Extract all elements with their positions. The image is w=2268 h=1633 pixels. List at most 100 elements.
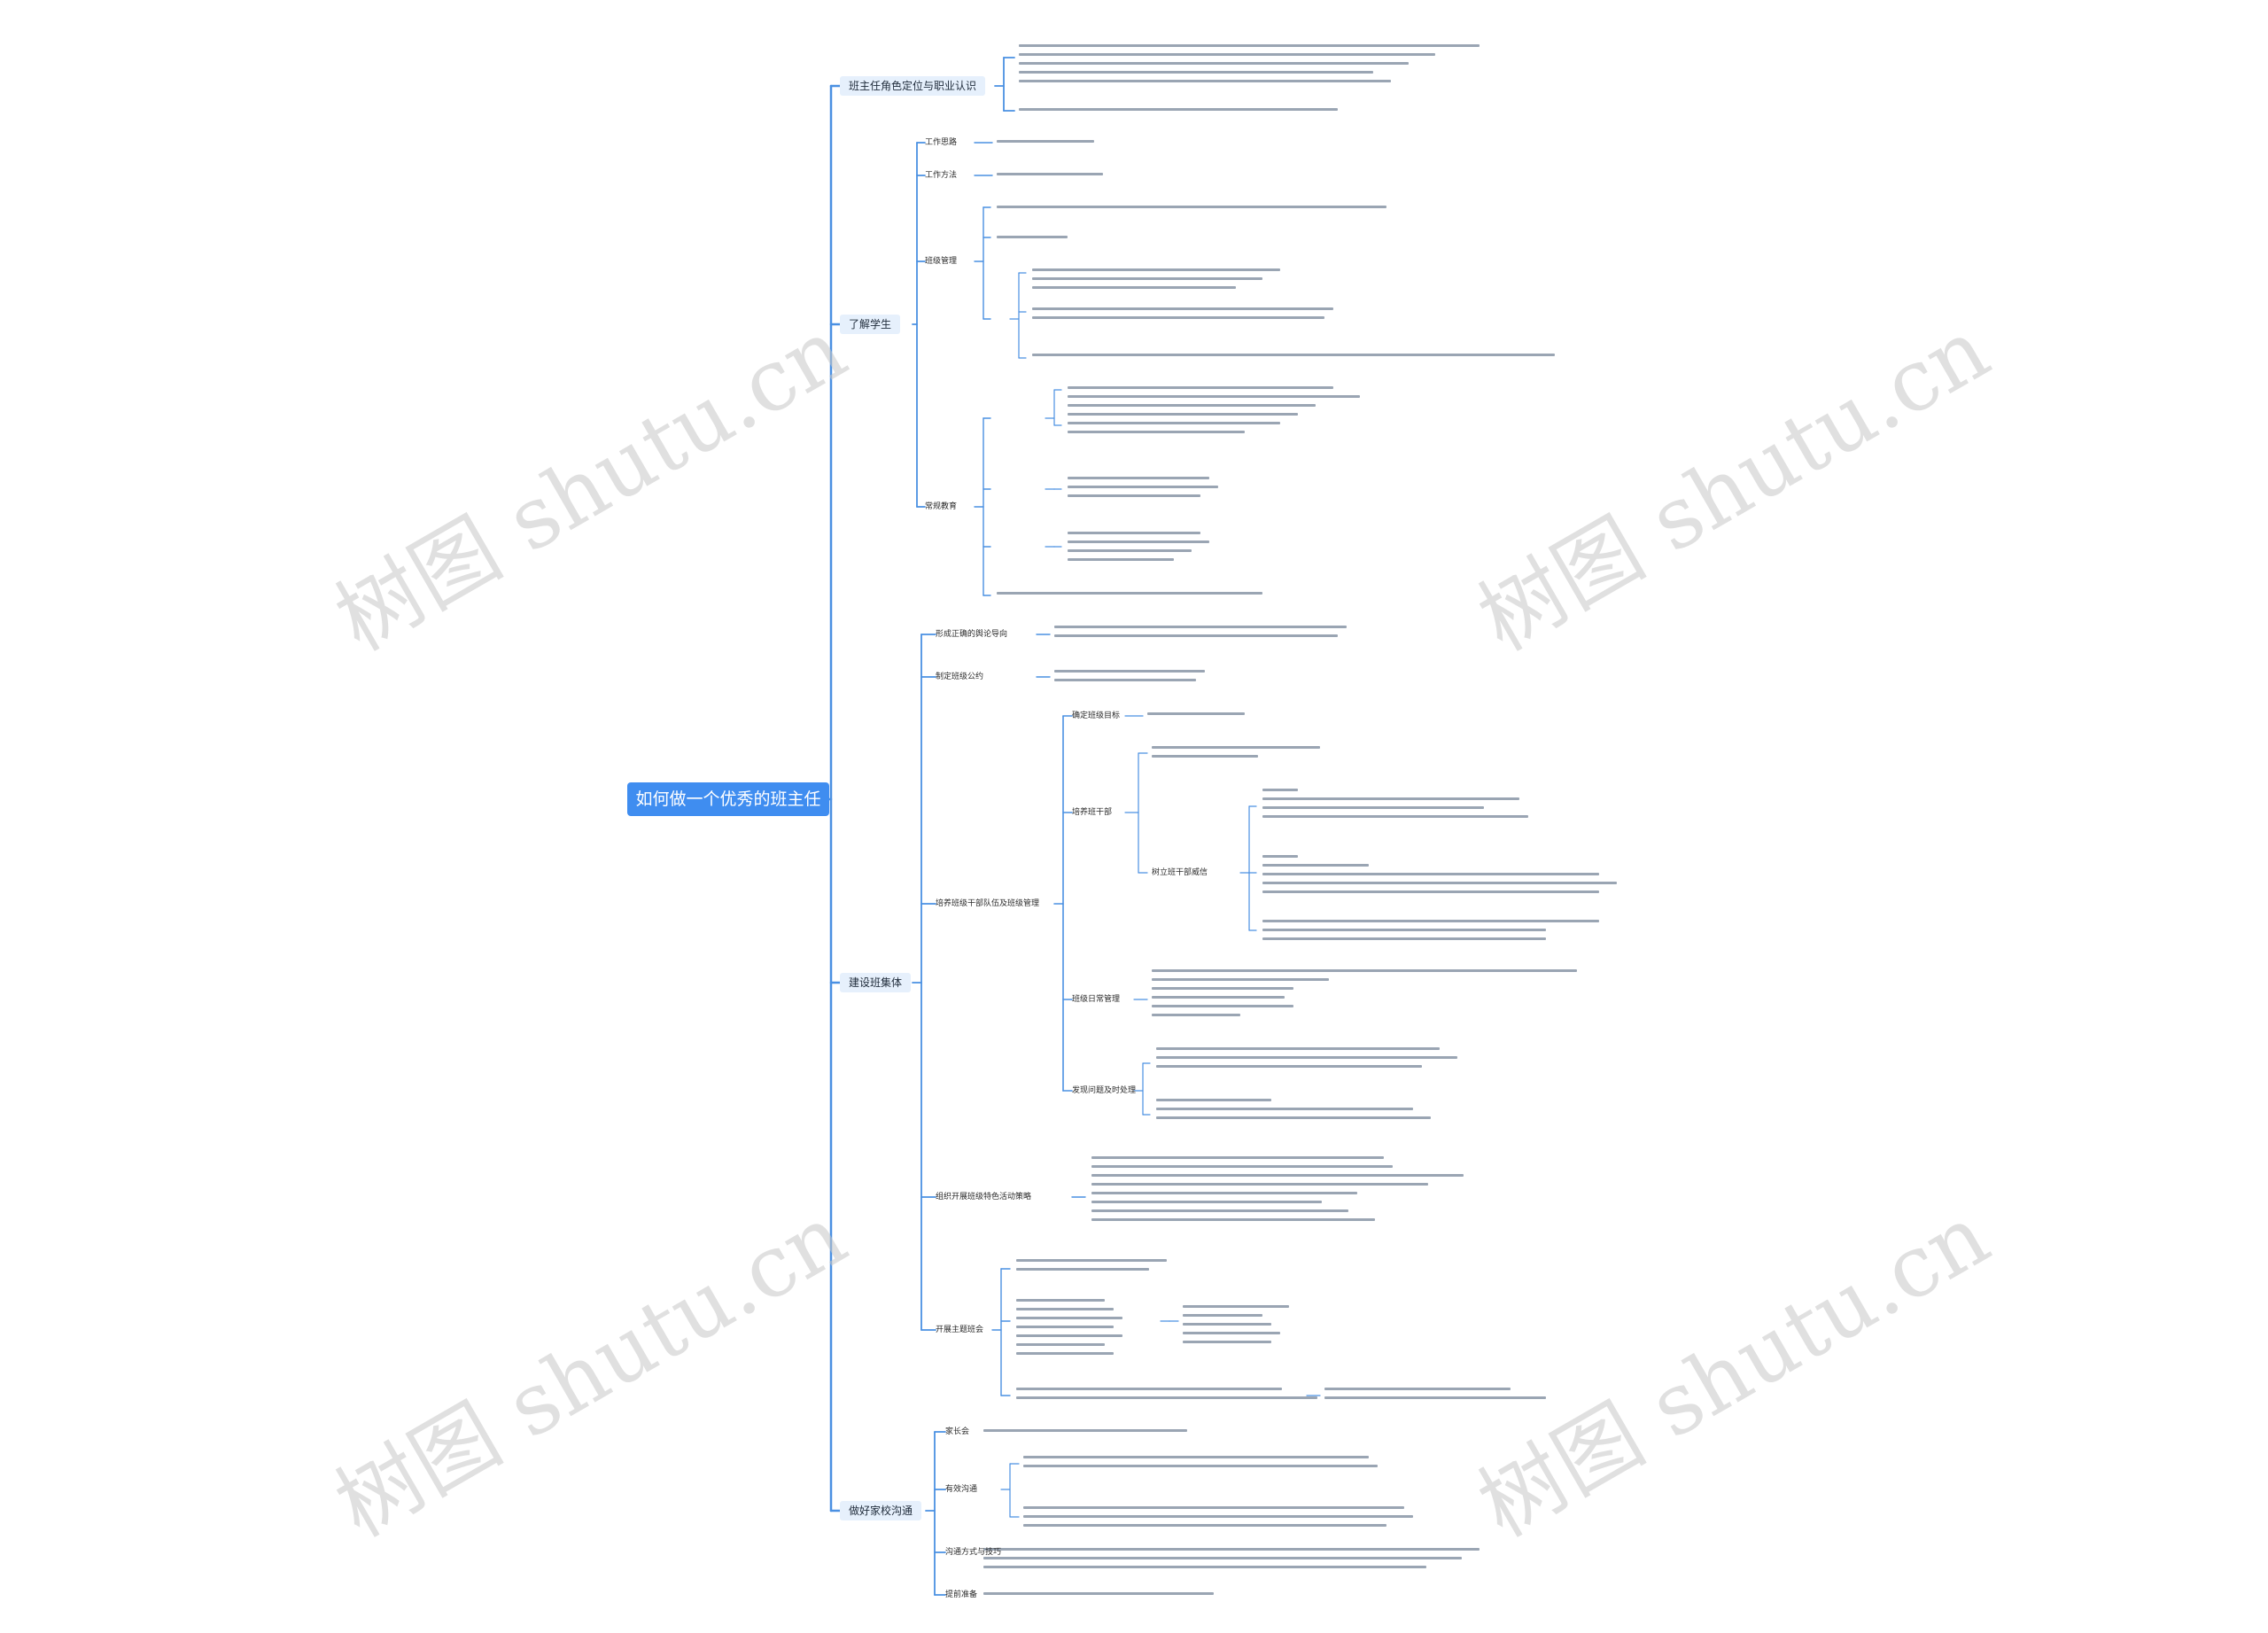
illegible-text-line xyxy=(1019,53,1435,56)
illegible-text-line xyxy=(1068,486,1218,488)
illegible-text-line xyxy=(1183,1341,1271,1343)
illegible-text-line xyxy=(1068,404,1316,407)
illegible-text-line xyxy=(1262,920,1599,922)
illegible-text-line xyxy=(1183,1314,1262,1317)
sub-work-method[interactable]: 工作方法 xyxy=(925,171,958,180)
illegible-text-line xyxy=(1068,549,1192,552)
sub-cadre-prestige[interactable]: 树立班干部威信 xyxy=(1152,868,1208,877)
sub-communication-skills[interactable]: 沟通方式与技巧 xyxy=(945,1548,1002,1557)
sub-handle-problems[interactable]: 发现问题及时处理 xyxy=(1072,1086,1137,1095)
illegible-text-line xyxy=(1091,1183,1428,1186)
illegible-text-line xyxy=(1023,1515,1413,1518)
illegible-text-line xyxy=(1068,413,1298,416)
illegible-text-line xyxy=(1016,1259,1167,1262)
sub-class-activities[interactable]: 组织开展班级特色活动策略 xyxy=(936,1193,1032,1201)
illegible-text-line xyxy=(1016,1308,1114,1310)
illegible-text-line xyxy=(1091,1174,1464,1177)
illegible-text-line xyxy=(1324,1396,1546,1399)
sub-public-opinion[interactable]: 形成正确的舆论导向 xyxy=(936,630,1008,639)
illegible-text-line xyxy=(997,206,1386,208)
illegible-text-line xyxy=(1054,626,1347,628)
branch-understand-students[interactable]: 了解学生 xyxy=(840,315,901,334)
illegible-text-line xyxy=(1262,815,1528,818)
illegible-text-line xyxy=(997,173,1103,175)
illegible-text-line xyxy=(983,1557,1462,1559)
branch-role-positioning[interactable]: 班主任角色定位与职业认识 xyxy=(840,76,986,96)
sub-routine-education[interactable]: 常规教育 xyxy=(925,502,958,511)
root-node[interactable]: 如何做一个优秀的班主任 xyxy=(627,782,829,816)
illegible-text-line xyxy=(1156,1099,1271,1101)
illegible-text-line xyxy=(997,592,1262,595)
illegible-text-line xyxy=(1023,1524,1386,1527)
illegible-text-line xyxy=(1068,558,1174,561)
illegible-text-line xyxy=(1183,1323,1271,1326)
illegible-text-line xyxy=(1016,1388,1282,1390)
branch-home-school[interactable]: 做好家校沟通 xyxy=(840,1501,922,1520)
sub-prepare-ahead[interactable]: 提前准备 xyxy=(945,1590,978,1599)
illegible-text-line xyxy=(1262,890,1599,893)
sub-class-management[interactable]: 班级管理 xyxy=(925,257,958,266)
illegible-text-line xyxy=(1183,1332,1280,1334)
illegible-text-line xyxy=(1023,1456,1369,1458)
illegible-text-line xyxy=(1016,1334,1122,1337)
illegible-text-line xyxy=(1019,44,1480,47)
illegible-text-line xyxy=(1068,422,1280,424)
illegible-text-line xyxy=(1016,1343,1105,1346)
illegible-text-line xyxy=(1152,987,1293,990)
sub-theme-meeting[interactable]: 开展主题班会 xyxy=(936,1326,984,1334)
illegible-text-line xyxy=(1156,1047,1440,1050)
sub-daily-management[interactable]: 班级日常管理 xyxy=(1072,995,1121,1004)
illegible-text-line xyxy=(997,236,1068,238)
sub-work-idea[interactable]: 工作思路 xyxy=(925,138,958,147)
illegible-text-line xyxy=(1068,477,1209,479)
illegible-text-line xyxy=(983,1548,1480,1551)
illegible-text-line xyxy=(1152,1005,1293,1007)
illegible-text-line xyxy=(1262,789,1298,791)
illegible-text-line xyxy=(983,1566,1426,1568)
branch-build-class[interactable]: 建设班集体 xyxy=(840,973,912,992)
illegible-text-line xyxy=(1054,679,1196,681)
illegible-text-line xyxy=(1152,996,1285,999)
illegible-text-line xyxy=(1068,395,1360,398)
illegible-text-line xyxy=(1183,1305,1289,1308)
illegible-text-line xyxy=(1091,1156,1384,1159)
illegible-text-line xyxy=(1019,80,1391,82)
illegible-text-line xyxy=(1091,1218,1375,1221)
illegible-text-line xyxy=(1262,855,1298,858)
sub-class-convention[interactable]: 制定班级公约 xyxy=(936,673,984,681)
illegible-text-line xyxy=(1156,1116,1431,1119)
illegible-text-line xyxy=(1032,316,1324,319)
illegible-text-line xyxy=(1023,1506,1404,1509)
illegible-text-line xyxy=(983,1429,1187,1432)
illegible-text-line xyxy=(1152,1014,1240,1016)
illegible-text-line xyxy=(1262,937,1546,940)
illegible-text-line xyxy=(1016,1396,1317,1399)
sub-effective-communication[interactable]: 有效沟通 xyxy=(945,1485,978,1494)
illegible-text-line xyxy=(1156,1108,1413,1110)
sub-class-cadres[interactable]: 培养班级干部队伍及班级管理 xyxy=(936,899,1040,908)
illegible-text-line xyxy=(1262,864,1369,867)
illegible-text-line xyxy=(1152,969,1577,972)
sub-train-cadres[interactable]: 培养班干部 xyxy=(1072,808,1113,817)
illegible-text-line xyxy=(1262,882,1617,884)
illegible-text-line xyxy=(983,1592,1214,1595)
sub-parent-meeting[interactable]: 家长会 xyxy=(945,1427,970,1436)
illegible-text-line xyxy=(1147,712,1245,715)
illegible-text-line xyxy=(1016,1268,1149,1271)
illegible-text-line xyxy=(1091,1209,1348,1212)
illegible-text-line xyxy=(1019,108,1338,111)
illegible-text-line xyxy=(1152,978,1329,981)
illegible-text-line xyxy=(1016,1352,1114,1355)
illegible-text-line xyxy=(1054,634,1338,637)
illegible-text-line xyxy=(1023,1465,1378,1467)
illegible-text-line xyxy=(1019,71,1373,74)
illegible-text-line xyxy=(1324,1388,1511,1390)
illegible-text-line xyxy=(1032,307,1333,310)
illegible-text-line xyxy=(1068,431,1245,433)
illegible-text-line xyxy=(1262,873,1599,875)
illegible-text-line xyxy=(1019,62,1409,65)
illegible-text-line xyxy=(1068,494,1200,497)
illegible-text-line xyxy=(1262,929,1546,931)
sub-class-goal[interactable]: 确定班级目标 xyxy=(1072,712,1121,720)
